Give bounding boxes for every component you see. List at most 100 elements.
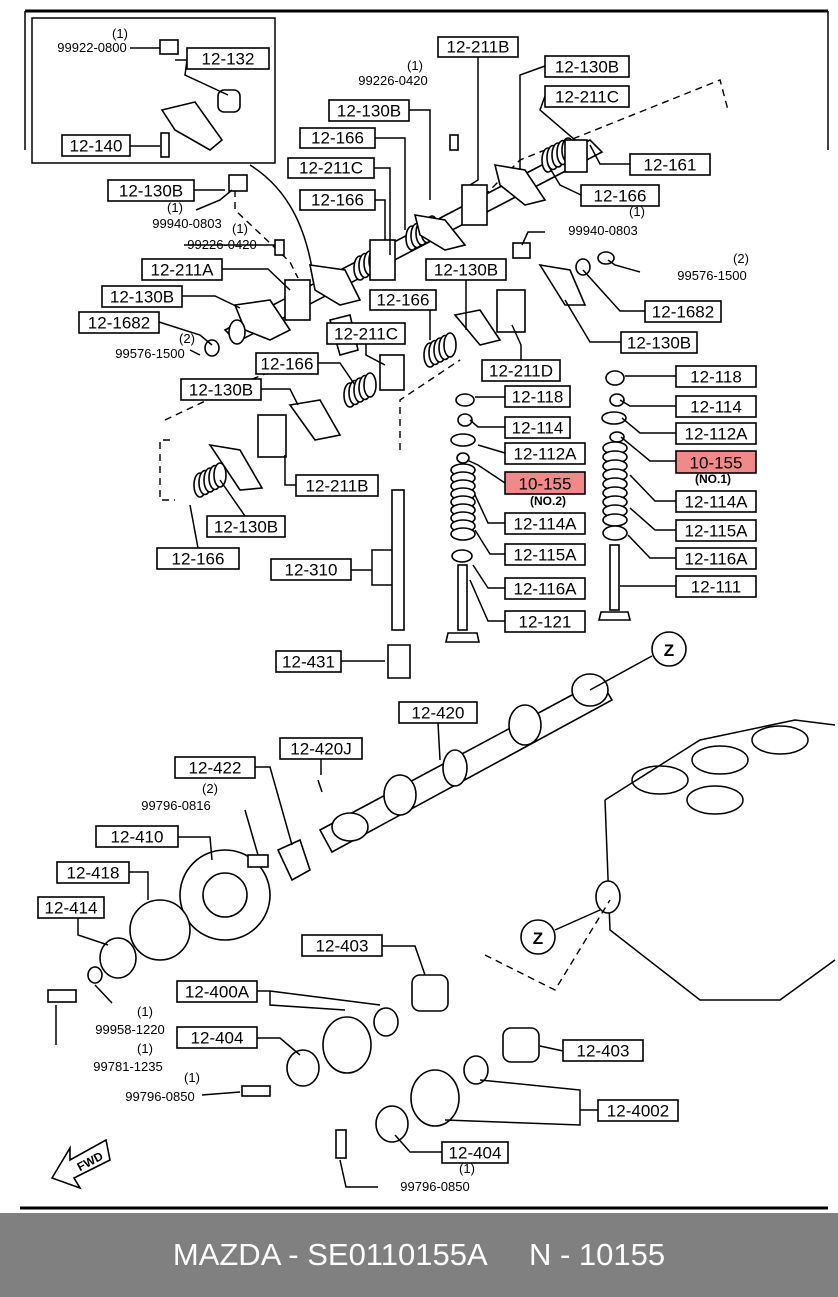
- callout-box: [61, 134, 131, 157]
- callout-label: 12-166: [172, 550, 225, 569]
- rocker-arm: [453, 309, 502, 346]
- callout-box: [481, 359, 561, 382]
- callout-box: [562, 1039, 644, 1062]
- leader-line: [437, 722, 441, 761]
- valve-stem: [457, 564, 468, 631]
- callout-label: 12-115A: [513, 546, 577, 565]
- callout-box: [176, 1026, 258, 1049]
- callout-box: [295, 474, 379, 497]
- callout-box: [270, 558, 352, 581]
- engine-block: [604, 719, 836, 801]
- leader-line: [94, 984, 113, 1004]
- cam-lobe: [331, 812, 369, 842]
- callout-box: [398, 701, 478, 724]
- callout-box: [644, 300, 722, 323]
- shaft-support: [496, 289, 526, 333]
- leader-line: [351, 549, 392, 586]
- callout-box: [299, 189, 376, 211]
- leader-line: [627, 534, 676, 559]
- callout-label: 12-1682: [88, 314, 150, 333]
- leader-line: [189, 504, 199, 549]
- callout-box: [620, 331, 698, 354]
- callout-label: 12-166: [594, 187, 647, 206]
- leader-line: [621, 417, 676, 434]
- leader-line: [547, 164, 582, 196]
- highlighted-callout-box: [504, 471, 586, 495]
- gasket-plate: [276, 838, 311, 882]
- callout-label: 12-1682: [652, 303, 714, 322]
- view-marker-circle: [520, 919, 556, 955]
- cam-bearing: [502, 1027, 540, 1063]
- valve-keeper: [609, 393, 625, 407]
- thrust-ring: [373, 1007, 399, 1037]
- callout-label: 12-111: [691, 578, 741, 597]
- callout-box: [328, 99, 410, 122]
- thrust-plate: [375, 1105, 409, 1143]
- valve-drawing: [387, 370, 632, 679]
- leader: [589, 655, 653, 691]
- part-number-labels: (1)99922-0800(1)99226-0420(1)99940-0803(…: [57, 26, 749, 1194]
- leader-line: [195, 189, 233, 211]
- callout-label: 12-4002: [607, 1102, 669, 1121]
- detail-inset-frame: [31, 17, 276, 164]
- callout-label: 12-420J: [290, 740, 351, 759]
- callout-label: 12-422: [189, 759, 242, 778]
- callout-label: 12-404: [449, 1144, 502, 1163]
- bearing-half: [410, 1069, 460, 1127]
- part-number: 99940-0803: [568, 223, 637, 238]
- parts-diagram: Z Z FWD 12-13212-14012-130B12-211B12-130…: [20, 9, 836, 1210]
- spring-seat: [451, 549, 473, 563]
- part-qty: (1): [459, 1161, 475, 1176]
- shaft-support: [379, 354, 405, 391]
- cam-bore: [595, 880, 621, 914]
- callout-label: 12-114: [512, 419, 564, 438]
- leader-line: [469, 579, 505, 622]
- valve-cap: [605, 370, 625, 386]
- callout-box: [180, 378, 262, 401]
- callout-box: [675, 365, 757, 388]
- leader-line: [182, 295, 241, 309]
- spring-coil: [450, 527, 476, 541]
- callout-box: [504, 385, 571, 408]
- part-qty: (1): [167, 200, 183, 215]
- leader-line: [189, 349, 201, 356]
- leader-line: [255, 766, 293, 846]
- callout-box: [206, 515, 286, 538]
- valve-keeper: [457, 413, 473, 427]
- callout-box: [504, 512, 586, 535]
- callout-label: 12-211B: [446, 38, 509, 57]
- callout-label: 12-112A: [513, 445, 577, 464]
- leader-line: [375, 137, 406, 230]
- thrust-ring: [463, 1055, 489, 1085]
- callout-label: 12-211A: [150, 261, 214, 280]
- push-rod: [391, 489, 405, 631]
- cylinder-bore: [631, 765, 689, 795]
- callout-box: [299, 127, 376, 149]
- callout-label: 12-130B: [627, 334, 691, 353]
- bolt: [335, 1129, 347, 1159]
- rocker-shaft-drawing: [159, 39, 729, 501]
- spring-coil: [213, 462, 227, 488]
- bolt: [449, 134, 459, 151]
- callout-labels: 12-13212-14012-130B12-211B12-130B12-211C…: [37, 36, 757, 1164]
- shaft-support: [284, 279, 311, 321]
- leader-line: [619, 399, 676, 407]
- callout-label: 12-414: [45, 899, 98, 918]
- rocker-arm: [288, 399, 342, 441]
- callout-label: 12-130B: [189, 381, 253, 400]
- shaft-support: [461, 184, 488, 226]
- callout-box: [675, 547, 757, 570]
- callout-box: [675, 575, 757, 598]
- leader-line: [129, 871, 149, 900]
- valve-seal: [456, 452, 470, 464]
- valve-stem: [609, 544, 620, 611]
- callout-label: 12-112A: [684, 425, 748, 444]
- rocker-arm: [208, 443, 264, 491]
- rocker-arm: [160, 101, 224, 151]
- callout-label: 10-155: [690, 454, 743, 473]
- leader-line: [339, 1159, 378, 1188]
- leader-line: [539, 1045, 564, 1052]
- callout-box: [56, 861, 130, 884]
- callout-label: 12-132: [202, 50, 255, 69]
- cylinder-bore: [691, 745, 749, 775]
